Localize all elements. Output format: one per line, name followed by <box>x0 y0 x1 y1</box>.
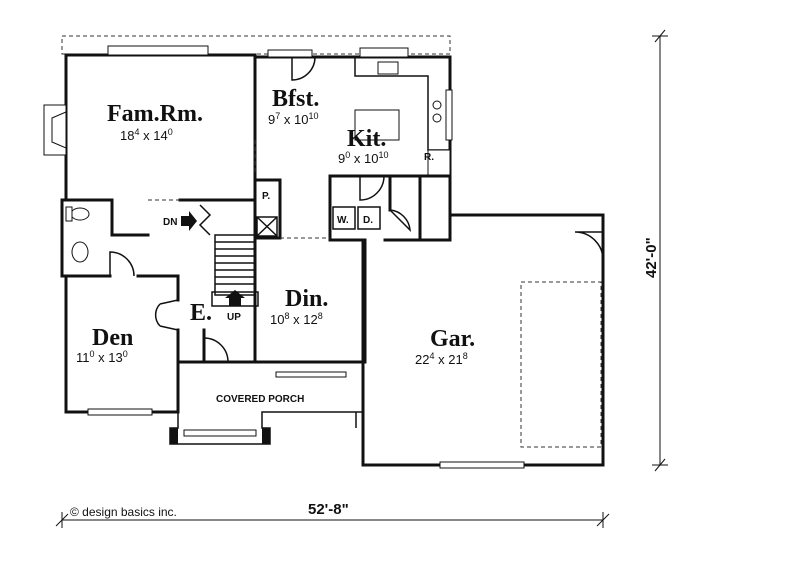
garage-parking-outline <box>520 281 602 448</box>
depth-dimension-label: 42'-0" <box>643 237 660 278</box>
room-name-kit: Kit. <box>347 126 386 152</box>
room-dim-den: 110 x 130 <box>76 349 128 365</box>
room-name-bfst: Bfst. <box>272 86 319 112</box>
room-name-fam-rm: Fam.Rm. <box>107 101 203 127</box>
interior-walls <box>64 55 452 364</box>
room-name-entry: E. <box>190 300 212 326</box>
room-dim-din: 108 x 128 <box>270 311 323 327</box>
dryer-label: D. <box>363 215 373 226</box>
fireplace <box>43 104 67 156</box>
room-dim-kit: 90 x 1010 <box>338 150 388 166</box>
stairs-up-label: UP <box>227 312 241 323</box>
covered-porch-label: COVERED PORCH <box>216 394 304 405</box>
room-dim-bfst: 97 x 1010 <box>268 111 318 127</box>
kitchen-island <box>354 109 400 141</box>
refrigerator-label: R. <box>424 152 434 163</box>
width-dimension-line <box>55 512 610 528</box>
room-dim-gar: 224 x 218 <box>415 351 468 367</box>
room-dim-fam-rm: 184 x 140 <box>120 127 173 143</box>
depth-dimension-line <box>652 29 668 472</box>
windows <box>87 45 525 469</box>
stairs-up-arrow-icon <box>225 290 245 306</box>
doors <box>109 56 604 363</box>
stairs-down-label: DN <box>163 217 177 228</box>
stairs-down-arrow-icon <box>181 211 197 231</box>
washer-label: W. <box>337 215 349 226</box>
room-name-den: Den <box>92 325 133 351</box>
powder-room <box>65 206 90 263</box>
laundry <box>332 206 381 230</box>
room-name-din: Din. <box>285 286 328 312</box>
stairs <box>198 204 259 307</box>
copyright-text: © design basics inc. <box>70 505 177 519</box>
pantry-label: P. <box>262 191 270 202</box>
openings <box>148 140 330 239</box>
width-dimension-label: 52'-8" <box>308 501 349 518</box>
pantry-box <box>256 216 278 237</box>
room-name-gar: Gar. <box>430 326 475 352</box>
kitchen-counters <box>354 57 451 176</box>
porch <box>169 411 363 445</box>
